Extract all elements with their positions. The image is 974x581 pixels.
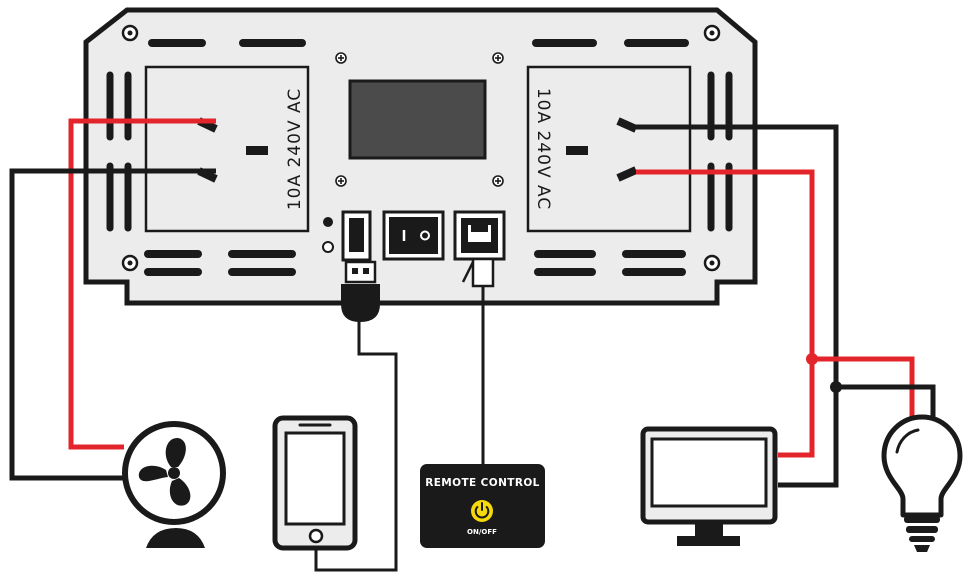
- left-outlet-rating: 10A 240V AC: [285, 88, 305, 210]
- screw-icon: [335, 52, 347, 64]
- screw-icon: [703, 24, 721, 42]
- fan-neutral-wire: [9, 168, 216, 481]
- right-outlet-rating: 10A 240V AC: [533, 88, 553, 210]
- power-switch: [382, 210, 445, 261]
- right-neutral-wire: [636, 124, 839, 488]
- screw-icon: [703, 254, 721, 272]
- fan-live-wire: [68, 118, 216, 450]
- side-vents: [106, 71, 733, 232]
- smartphone-icon: [272, 415, 358, 551]
- bottom-vents: [144, 250, 686, 276]
- lcd-display: [348, 79, 487, 160]
- remote-control-title: REMOTE CONTROL: [425, 477, 540, 489]
- bulb-neutral-wire: [836, 384, 936, 420]
- screw-icon: [335, 175, 347, 187]
- right-ac-outlet: 10A 240V AC: [526, 65, 692, 233]
- monitor-icon: [640, 426, 778, 546]
- usb-port: [341, 210, 372, 262]
- fault-led: [322, 241, 334, 253]
- left-ac-outlet: 10A 240V AC: [144, 65, 310, 233]
- neutral-junction: [830, 381, 842, 393]
- screw-icon: [492, 175, 504, 187]
- screw-icon: [121, 24, 139, 42]
- power-icon: [471, 500, 493, 522]
- corner-screws: [121, 24, 721, 272]
- screw-icon: [492, 52, 504, 64]
- remote-control-button-label: ON/OFF: [467, 528, 497, 536]
- inverter-panel: 10A 240V AC 10A 240V AC: [83, 7, 758, 306]
- status-led: [323, 217, 333, 227]
- wires: [9, 118, 936, 572]
- right-live-wire: [636, 169, 815, 458]
- light-bulb-icon: [881, 414, 963, 552]
- fan-icon: [122, 421, 226, 548]
- remote-control: REMOTE CONTROL ON/OFF: [420, 464, 545, 548]
- display-screws: [335, 52, 504, 187]
- live-junction: [806, 353, 818, 365]
- screw-icon: [121, 254, 139, 272]
- remote-jack: [453, 210, 506, 261]
- usb-plug-icon: [341, 260, 380, 322]
- usb-cable: [314, 320, 398, 572]
- bulb-live-wire: [812, 356, 915, 420]
- rj11-plug-icon: [461, 257, 495, 288]
